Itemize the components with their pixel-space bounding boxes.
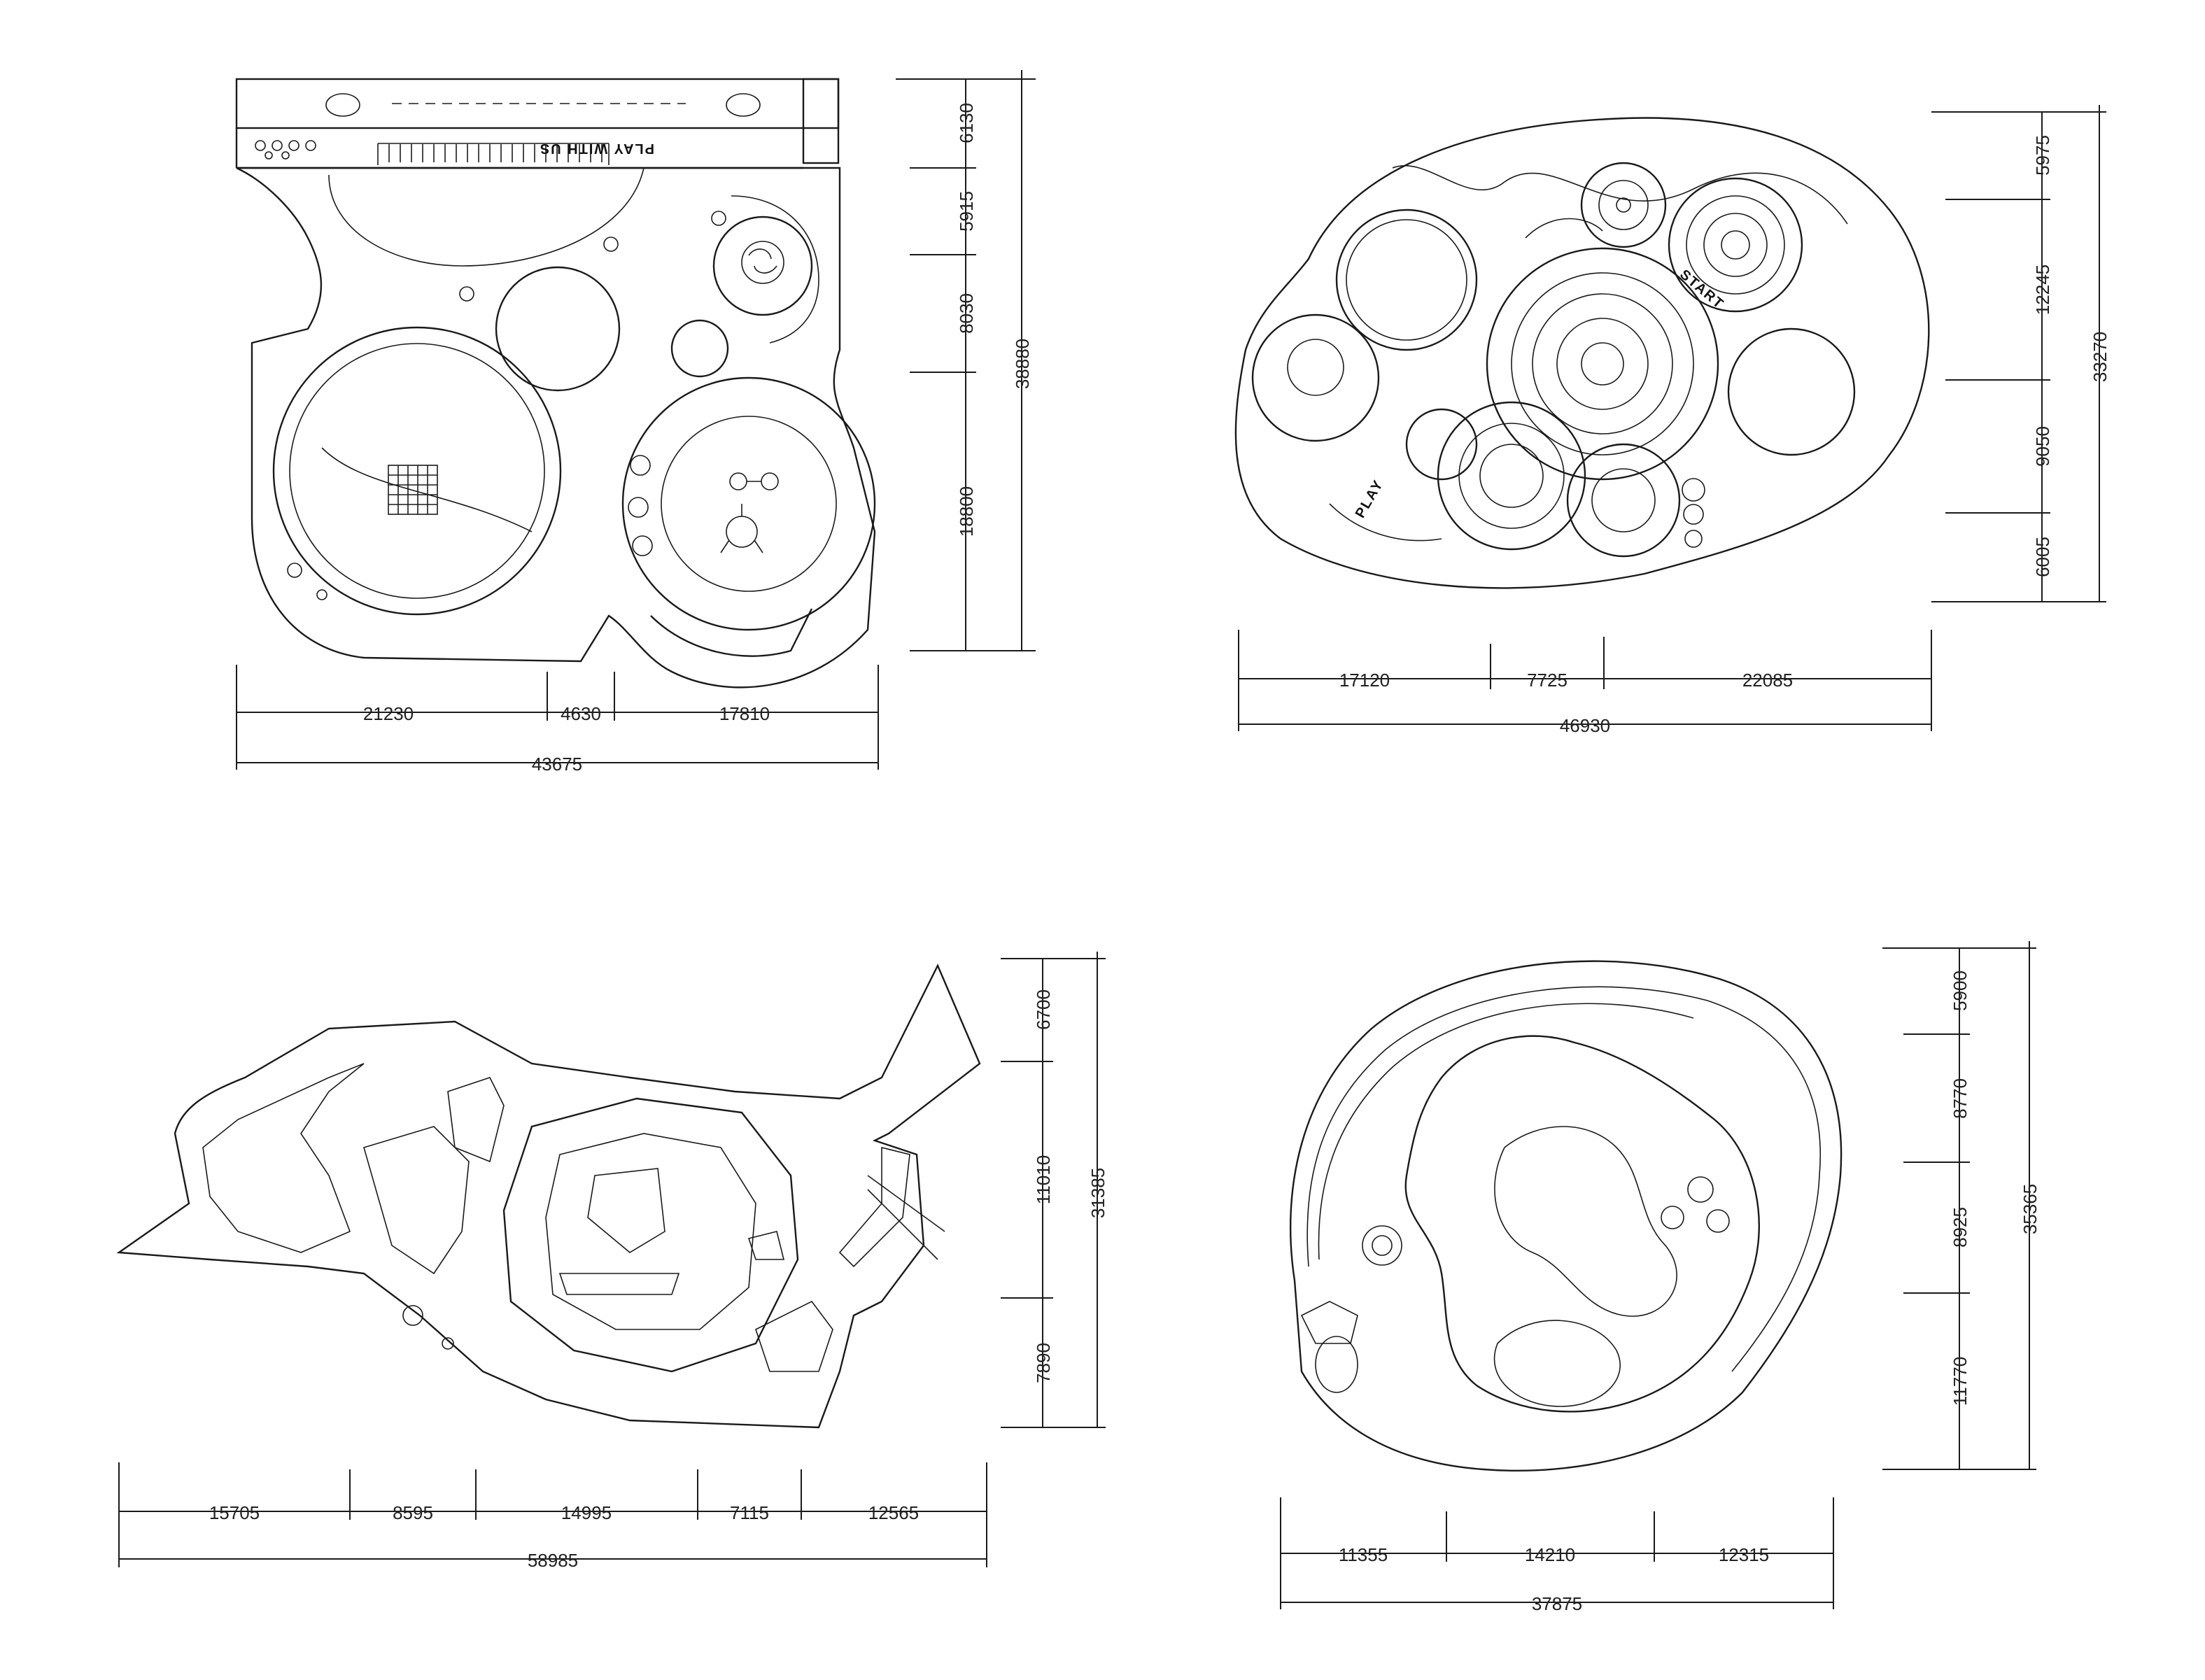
central-pad [502, 1097, 799, 1373]
ring-pad [495, 266, 621, 392]
dim-total: 38880 [1012, 339, 1033, 389]
plan-top-right: START PLAY 17120 7725 22085 46930 5975 1… [1234, 105, 2111, 736]
start-track [1486, 247, 1719, 481]
dim-label: 5915 [956, 191, 977, 232]
dim-label: 6700 [1033, 989, 1054, 1030]
dim-label: 8030 [956, 293, 977, 334]
dim-label: 14210 [1525, 1544, 1575, 1565]
plan-top-left: PLAY WITH US [235, 70, 1036, 775]
dim-label: 11355 [1339, 1544, 1388, 1565]
hoop-disc [1566, 443, 1681, 558]
banner-label: PLAY WITH US [539, 141, 654, 156]
dim-label: 21230 [363, 703, 414, 724]
dim-h-top-left: 21230 4630 17810 43675 [236, 665, 879, 775]
site-outline [236, 167, 876, 689]
dim-label: 12245 [2032, 264, 2053, 315]
dim-label: 12565 [868, 1502, 919, 1523]
dim-total: 43675 [532, 754, 582, 775]
dim-v-bottom-right: 5900 8770 8925 11770 35365 [1882, 941, 2041, 1470]
moon-pad [1251, 313, 1380, 442]
dim-v-top-left: 6130 5915 8030 18800 38880 [896, 70, 1036, 651]
dim-total: 58985 [528, 1550, 578, 1571]
dim-label: 18800 [956, 486, 977, 537]
dim-total: 37875 [1532, 1593, 1582, 1614]
plan-bottom-right: 11355 14210 12315 37875 5900 8770 8925 1… [1280, 941, 2041, 1614]
play-game-circle [621, 376, 876, 631]
orbit-disc-2 [1668, 177, 1803, 313]
dim-label: 7115 [730, 1502, 769, 1523]
dim-label: 14995 [561, 1502, 612, 1523]
spiral-disc [712, 216, 813, 316]
banner-dots [255, 140, 316, 160]
dim-label: 9050 [2032, 426, 2053, 467]
dim-label: 11770 [1950, 1357, 1971, 1406]
dim-label: 11010 [1033, 1155, 1054, 1204]
dim-label: 6130 [956, 103, 977, 143]
dim-v-bottom-left: 6700 11010 7890 31385 [1001, 952, 1108, 1428]
dim-total: 33270 [2090, 332, 2111, 382]
dim-label: 8595 [393, 1502, 433, 1523]
planets [287, 211, 726, 600]
banner-strip [235, 78, 840, 129]
dim-label: 15705 [209, 1502, 260, 1523]
orbit-disc-1 [1580, 162, 1667, 248]
big-dome [272, 326, 562, 616]
dim-total: 31385 [1087, 1168, 1108, 1218]
site-outline [1234, 117, 1930, 589]
dim-label: 8770 [1950, 1078, 1971, 1119]
play-label: PLAY [1353, 477, 1387, 521]
dim-label: 8925 [1950, 1207, 1971, 1248]
dim-label: 17810 [719, 703, 770, 724]
dim-label: 4630 [561, 703, 601, 724]
site-outline [116, 963, 981, 1429]
dim-label: 12315 [1719, 1544, 1769, 1565]
track-disc [1437, 401, 1586, 551]
climbing-grid [388, 465, 438, 515]
dim-h-bottom-left: 15705 8595 14995 7115 12565 58985 [118, 1462, 987, 1571]
dim-label: 7725 [1527, 670, 1568, 691]
dim-h-top-right: 17120 7725 22085 46930 [1238, 630, 1932, 736]
dim-total: 46930 [1560, 715, 1610, 736]
site-outline [1289, 960, 1843, 1471]
dim-total: 35365 [2020, 1184, 2041, 1234]
dim-label: 6005 [2032, 537, 2053, 577]
dim-label: 5975 [2032, 135, 2053, 176]
dome-ring [1335, 209, 1478, 351]
dim-h-bottom-right: 11355 14210 12315 37875 [1280, 1497, 1834, 1614]
dim-label: 5900 [1950, 970, 1971, 1011]
dim-v-top-right: 5975 12245 9050 6005 33270 [1931, 105, 2111, 602]
plan-bottom-left: 15705 8595 14995 7115 12565 58985 6700 1… [116, 952, 1108, 1571]
dim-label: 22085 [1742, 670, 1793, 691]
sign-post [802, 78, 840, 164]
organic-pad [1404, 1035, 1760, 1413]
dim-label: 17120 [1339, 670, 1390, 691]
dim-label: 7890 [1033, 1343, 1054, 1383]
